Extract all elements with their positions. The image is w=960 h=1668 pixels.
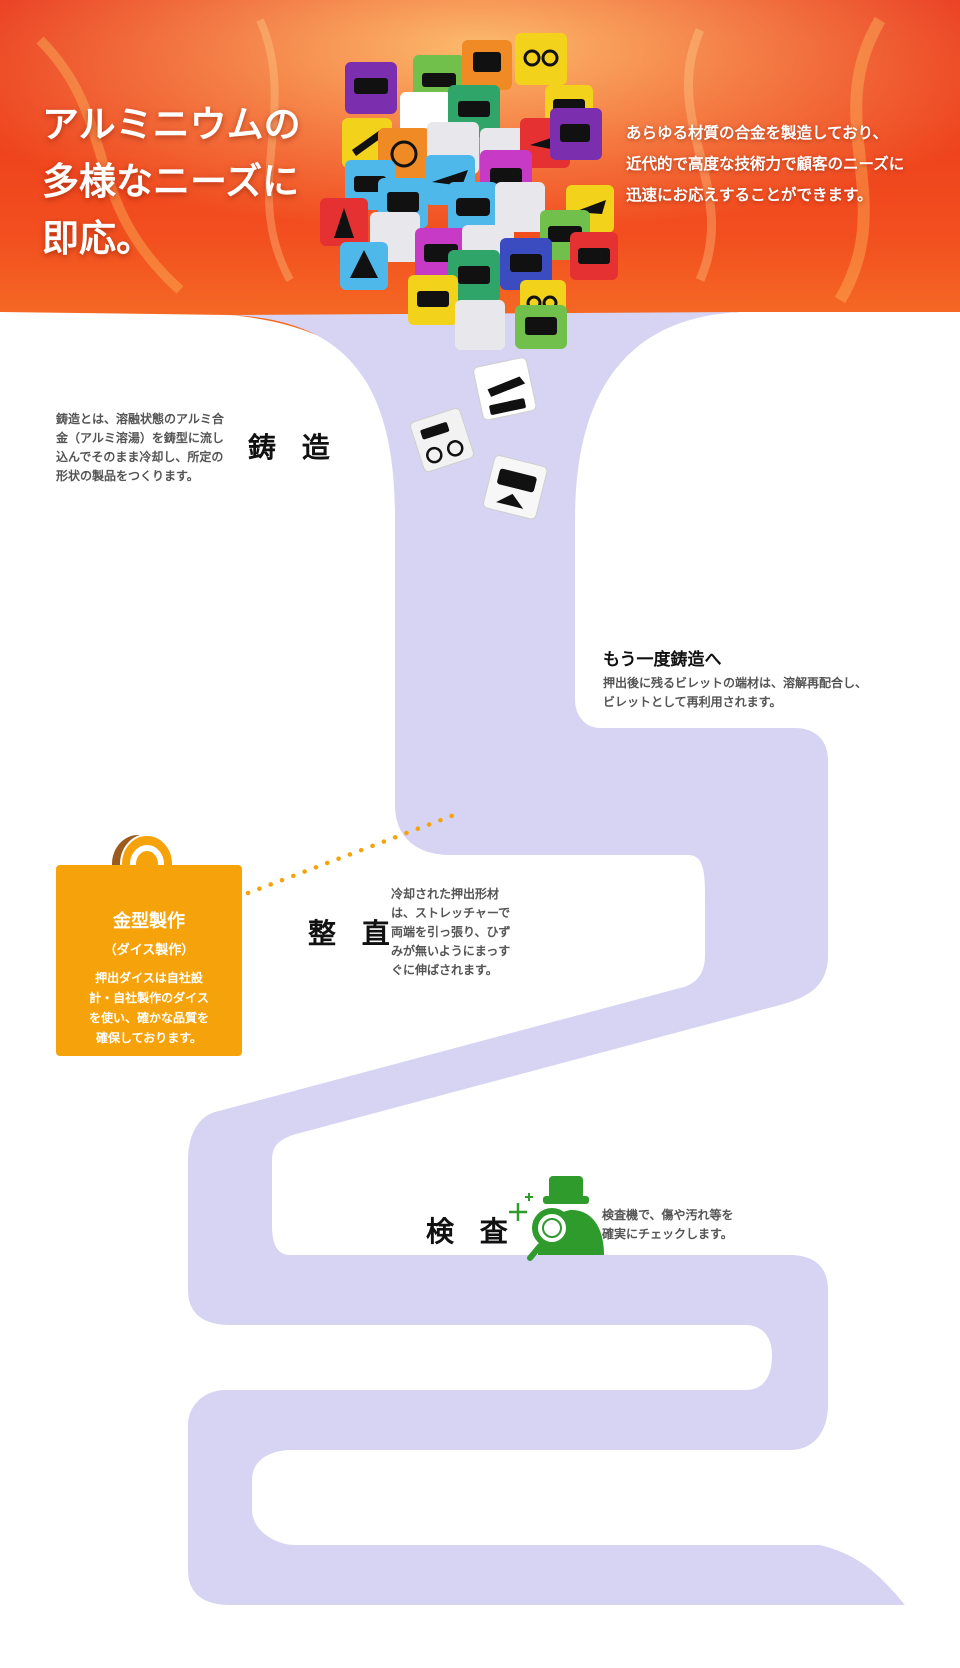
hero-desc-line: あらゆる材質の合金を製造しており、 [626,124,888,142]
straightening-desc-line: 両端を引っ張り、ひず [391,925,511,939]
falling-cubes [410,357,548,520]
casting-description: 鋳造とは、溶融状態のアルミ合 金（アルミ溶湯）を鋳型に流し 込んでそのまま冷却し… [56,410,224,486]
cube-icon [495,182,545,232]
vehicle-cube-cluster [320,33,618,350]
recast-heading: もう一度鋳造へ [603,650,722,670]
die-making-card: 金型製作 （ダイス製作） 押出ダイスは自社設 計・自社製作のダイス を使い、確か… [56,865,242,1056]
cube-icon [340,242,388,290]
straightening-description: 冷却された押出形材 は、ストレッチャーで 両端を引っ張り、ひず みが無いようにま… [391,885,511,980]
die-card-title: 金型製作 [113,911,185,932]
inspection-desc-line: 確実にチェックします。 [602,1227,733,1241]
die-desc-line: 確保しております。 [95,1031,203,1045]
cube-icon [462,40,512,90]
die-desc-line: 押出ダイスは自社設 [95,971,203,985]
casting-desc-line: 込んでそのまま冷却し、所定の [56,450,224,464]
cube-icon [550,108,602,160]
bus-icon [483,455,548,520]
die-card-description: 押出ダイスは自社設 計・自社製作のダイス を使い、確かな品質を 確保しております… [56,968,242,1048]
cube-icon [570,232,618,280]
process-path-ribbon [188,520,905,1605]
recast-desc-line: ビレットとして再利用されます。 [603,695,782,709]
cube-icon [448,182,498,232]
cube-icon [345,62,397,114]
inspection-description: 検査機で、傷や汚れ等を 確実にチェックします。 [602,1206,734,1244]
casting-label: 鋳 造 [248,431,338,464]
straightening-label: 整 直 [308,917,398,950]
flame-streak [256,18,294,282]
cube-icon [515,305,567,349]
die-connector-dots [245,809,465,896]
cube-icon [500,238,552,290]
hero-title-line: 多様なニーズに [42,160,300,203]
hero-description: あらゆる材質の合金を製造しており、 近代的で高度な技術力で顧客のニーズに 迅速に… [626,118,904,211]
straightening-desc-line: みが無いようにまっす [391,944,511,958]
inspector-magnifier-icon [509,1176,604,1261]
inspection-desc-line: 検査機で、傷や汚れ等を [602,1208,734,1222]
die-desc-line: 計・自社製作のダイス [89,991,209,1005]
die-desc-line: を使い、確かな品質を [88,1011,209,1025]
cube-icon [408,275,458,325]
hero-title: アルミニウムの 多様なニーズに 即応。 [42,96,301,267]
process-path-funnel [230,312,740,590]
hero-title-line: アルミニウムの [42,103,301,146]
hero-title-line: 即応。 [42,217,153,260]
cube-icon [455,300,505,350]
flame-streak [834,16,886,304]
straightening-desc-line: 冷却された押出形材 [391,887,500,901]
bicycle-icon [410,408,474,472]
cube-icon [515,33,567,85]
straightening-desc-line: ぐに伸ばされます。 [391,963,498,977]
casting-desc-line: 鋳造とは、溶融状態のアルミ合 [56,412,224,426]
cube-icon [448,250,500,302]
flame-streak [683,28,717,282]
recast-desc-line: 押出後に残るビレットの端材は、溶解再配合し、 [603,676,868,690]
hero-desc-line: 近代的で高度な技術力で顧客のニーズに [626,155,905,173]
cube-icon [320,198,368,246]
straightening-desc-line: は、ストレッチャーで [391,906,511,920]
die-card-subtitle: （ダイス製作） [103,943,195,958]
casting-desc-line: 形状の製品をつくります。 [56,469,199,483]
airplane-icon [473,357,537,421]
flame-streak [36,36,184,294]
casting-desc-line: 金（アルミ溶湯）を鋳型に流し [56,431,224,445]
hero-desc-line: 迅速にお応えすることができます。 [626,186,873,204]
recast-description: 押出後に残るビレットの端材は、溶解再配合し、 ビレットとして再利用されます。 [603,674,867,712]
inspection-label: 検 査 [426,1215,516,1248]
